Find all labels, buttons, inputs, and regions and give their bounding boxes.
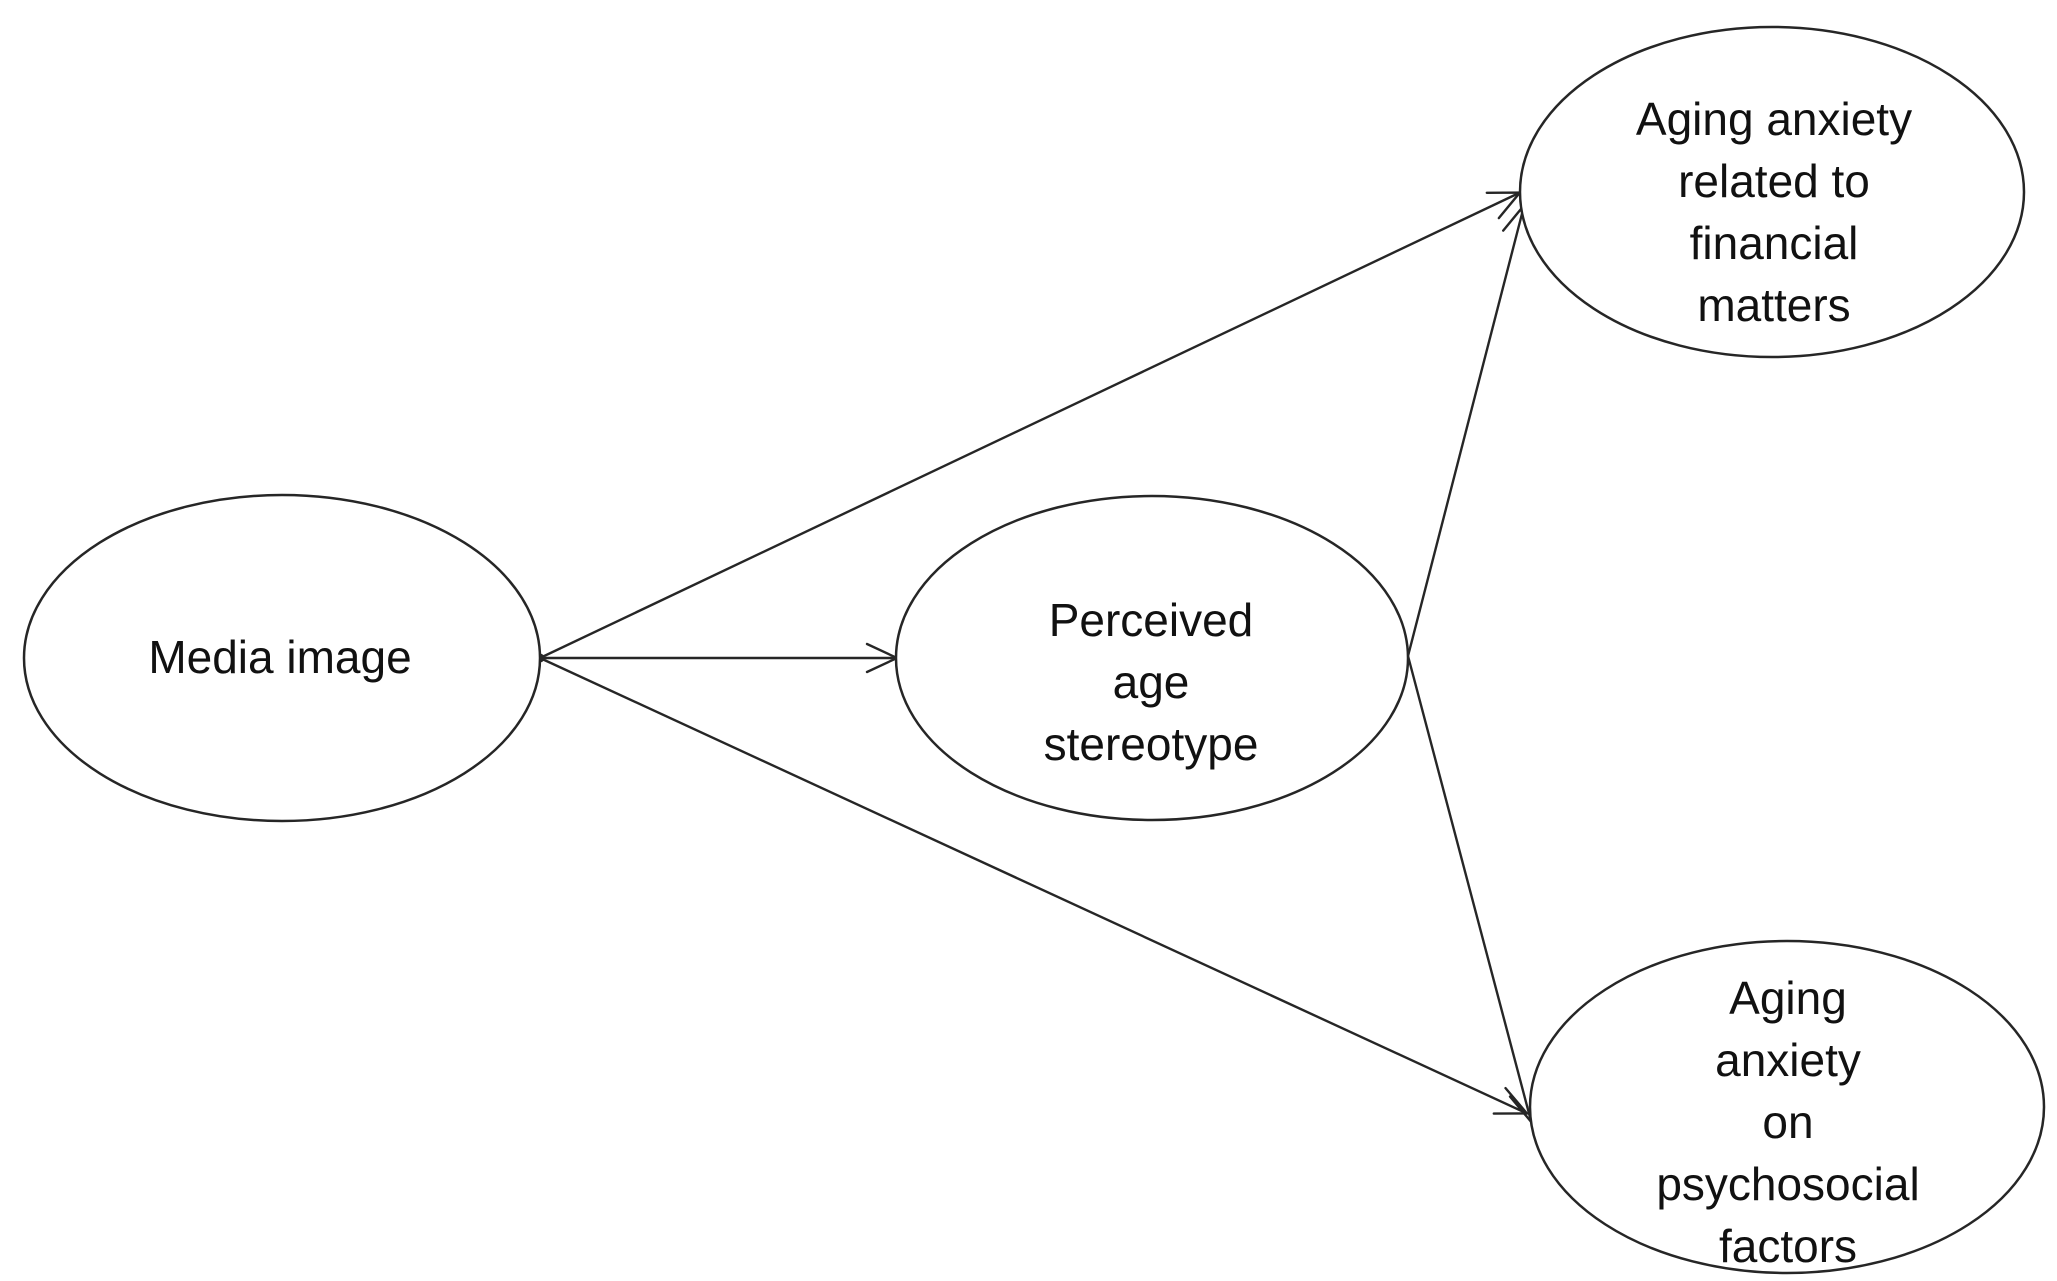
node-label-media-image: Media image: [148, 631, 412, 683]
edge-media-to-financial-line: [539, 191, 1523, 660]
node-label-aging-anxiety-financial: Aging anxiety related to financial matte…: [1635, 93, 1913, 331]
node-label-perceived-age-stereotype: Perceived age stereotype: [1043, 594, 1259, 770]
edge-stereotype-to-financial-line: [1406, 202, 1532, 657]
aging-anxiety-financial-ellipse: [1518, 25, 2026, 359]
node-label-aging-anxiety-psychosocial: Aging anxiety on psychosocial factors: [1656, 972, 1920, 1272]
edge-stereotype-to-psychosocial-line: [1406, 655, 1539, 1125]
perceived-age-stereotype-ellipse: [894, 494, 1410, 822]
aging-anxiety-psychosocial-ellipse: [1528, 939, 2046, 1275]
edge-media-to-psychosocial-line: [539, 656, 1530, 1115]
media-image-ellipse: [22, 493, 542, 823]
